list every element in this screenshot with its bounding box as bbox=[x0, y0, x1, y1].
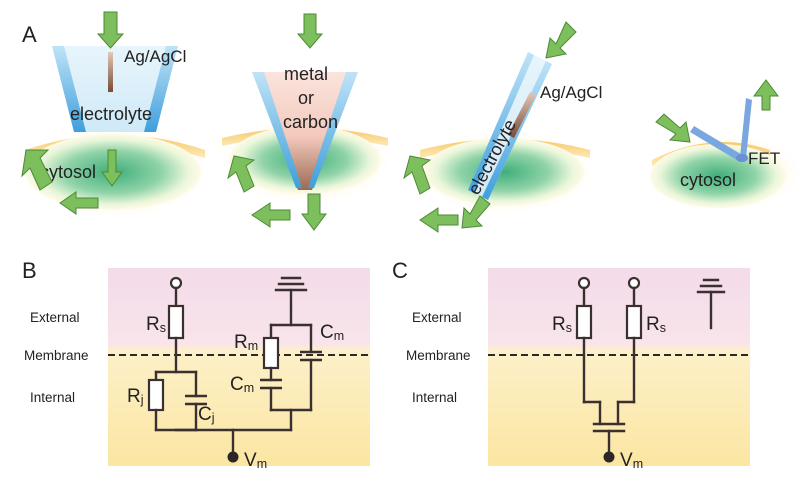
electrode-terminal-c-right bbox=[627, 276, 641, 290]
pipette-wall-left-1 bbox=[52, 46, 86, 132]
resistor-rs-c-right bbox=[625, 304, 643, 340]
label-electrolyte-1: electrolyte bbox=[70, 104, 152, 124]
cytosol-blob-4 bbox=[650, 144, 786, 208]
vm-node-b bbox=[227, 451, 239, 463]
panel-c-background bbox=[488, 268, 750, 466]
arrow-down-1 bbox=[96, 11, 125, 49]
resistor-rs-c-left bbox=[575, 304, 593, 340]
label-cm-right: Cm bbox=[320, 322, 344, 343]
label-cj: Cj bbox=[198, 404, 215, 425]
panel-c-letter: C bbox=[392, 258, 408, 283]
arrow-diag-cell-1 bbox=[21, 149, 53, 191]
cytosol-blob-3 bbox=[424, 138, 584, 206]
resistor-rm bbox=[262, 336, 280, 370]
panel-c-internal-label: Internal bbox=[412, 390, 457, 405]
fet-arm-left bbox=[690, 126, 744, 162]
label-fet: FET bbox=[748, 149, 780, 168]
electrode-metal-carbon: metal or carbon bbox=[215, 13, 395, 231]
fet-arm-right bbox=[740, 98, 752, 158]
label-cm-left: Cm bbox=[230, 374, 254, 395]
pipette-funnel-1 bbox=[52, 46, 178, 132]
label-or: or bbox=[298, 88, 314, 108]
electrode-terminal-c-left bbox=[577, 276, 591, 290]
arrow-left-3 bbox=[419, 207, 459, 233]
arrow-diag-tip-3 bbox=[461, 195, 491, 229]
arrow-left-1 bbox=[59, 191, 99, 215]
metal-tip-2 bbox=[252, 72, 358, 190]
panel-b-membrane-label: Membrane bbox=[24, 348, 89, 363]
label-vm-c: Vm bbox=[620, 450, 643, 471]
panel-b-internal-label: Internal bbox=[30, 390, 75, 405]
panel-a: A Ag/AgCl electrolyte cytosol bbox=[17, 11, 800, 233]
panel-a-letter: A bbox=[22, 22, 37, 47]
label-vm-b: Vm bbox=[244, 450, 267, 471]
label-rs-c-left: Rs bbox=[552, 314, 572, 335]
arrow-fet-in bbox=[655, 113, 691, 143]
panel-b-background bbox=[108, 268, 370, 466]
arrow-diag-cell-3 bbox=[403, 155, 432, 195]
arrow-diag-2 bbox=[227, 155, 256, 193]
resistor-rs-b bbox=[167, 304, 185, 340]
agagcl-wire-1 bbox=[108, 52, 113, 92]
panel-c-membrane-label: Membrane bbox=[406, 348, 471, 363]
tilted-wall-3 bbox=[468, 52, 534, 193]
arrow-down-tip-2 bbox=[301, 193, 327, 231]
electrode-fet: FET cytosol bbox=[645, 79, 800, 212]
panel-b-external-label: External bbox=[30, 310, 80, 325]
label-cytosol-1: cytosol bbox=[40, 162, 96, 182]
insulation-right-2 bbox=[308, 72, 358, 188]
panel-c-circuit bbox=[575, 276, 726, 463]
panel-b-letter: B bbox=[22, 258, 37, 283]
label-agagcl-1: Ag/AgCl bbox=[124, 47, 186, 66]
arrow-diag-3 bbox=[545, 21, 577, 59]
resistor-rj bbox=[147, 378, 165, 412]
label-agagcl-3: Ag/AgCl bbox=[540, 83, 602, 102]
label-rs-b: Rs bbox=[146, 314, 166, 335]
arrow-left-2 bbox=[251, 202, 291, 228]
vm-node-c bbox=[603, 451, 615, 463]
arrow-down-2 bbox=[296, 13, 324, 49]
pipette-wall-right-1 bbox=[144, 46, 178, 132]
electrode-tilted-pipette: Ag/AgCl electrolyte bbox=[403, 21, 602, 233]
panel-c-external-label: External bbox=[412, 310, 462, 325]
label-carbon: carbon bbox=[283, 112, 338, 132]
label-rj: Rj bbox=[127, 386, 144, 407]
electrode-patch-pipette: Ag/AgCl electrolyte cytosol bbox=[17, 11, 213, 220]
label-rm: Rm bbox=[234, 332, 258, 353]
panel-c: C External Membrane Internal bbox=[392, 258, 750, 471]
label-metal: metal bbox=[284, 64, 328, 84]
electrode-terminal-b bbox=[169, 276, 183, 290]
fet-tip bbox=[736, 154, 748, 162]
panel-b-circuit bbox=[147, 276, 322, 463]
panel-b: B External Membrane Internal bbox=[22, 258, 370, 471]
label-rs-c-right: Rs bbox=[646, 314, 666, 335]
arrow-down-cell-1 bbox=[101, 149, 123, 187]
label-cytosol-4: cytosol bbox=[680, 170, 736, 190]
agagcl-wire-3 bbox=[508, 92, 536, 138]
arrow-fet-out bbox=[753, 79, 779, 111]
tilted-funnel-3 bbox=[468, 52, 552, 200]
insulation-left-2 bbox=[252, 72, 302, 188]
